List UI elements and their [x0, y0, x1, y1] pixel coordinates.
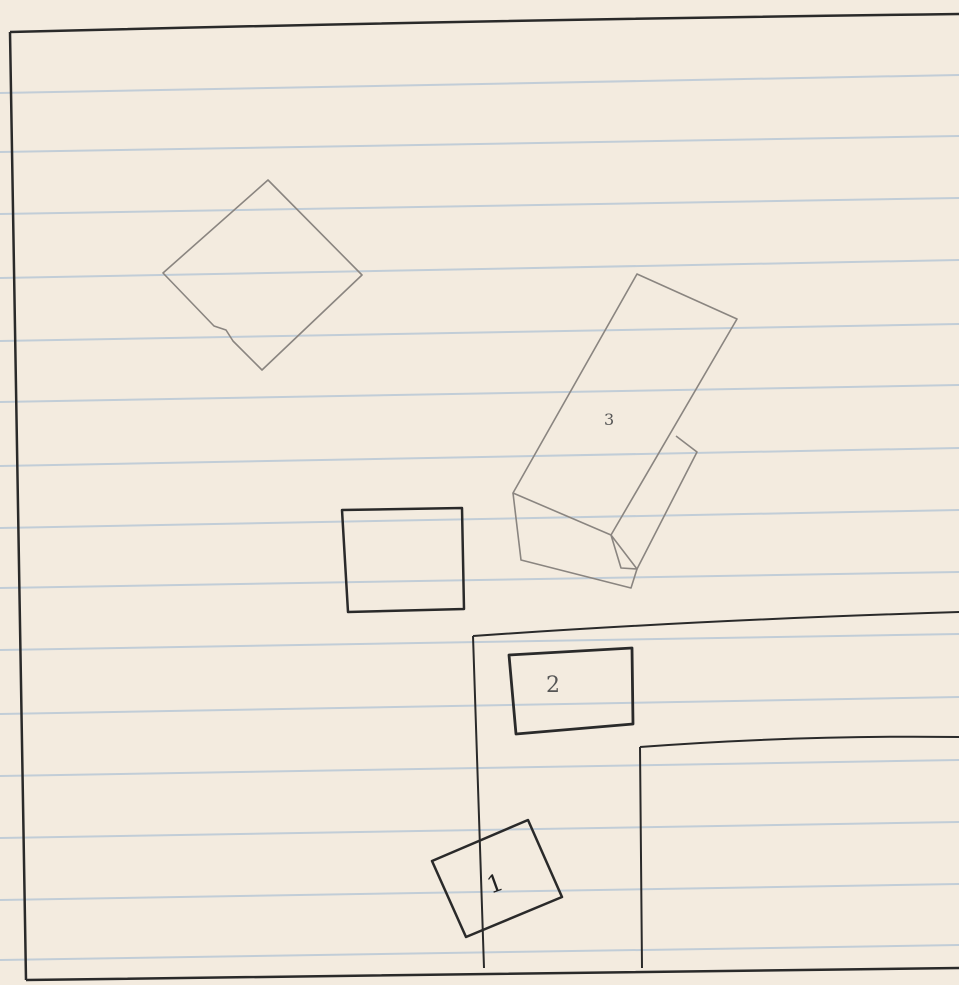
box-3-label: 3	[604, 410, 614, 429]
box-2-label: 2	[546, 673, 560, 698]
